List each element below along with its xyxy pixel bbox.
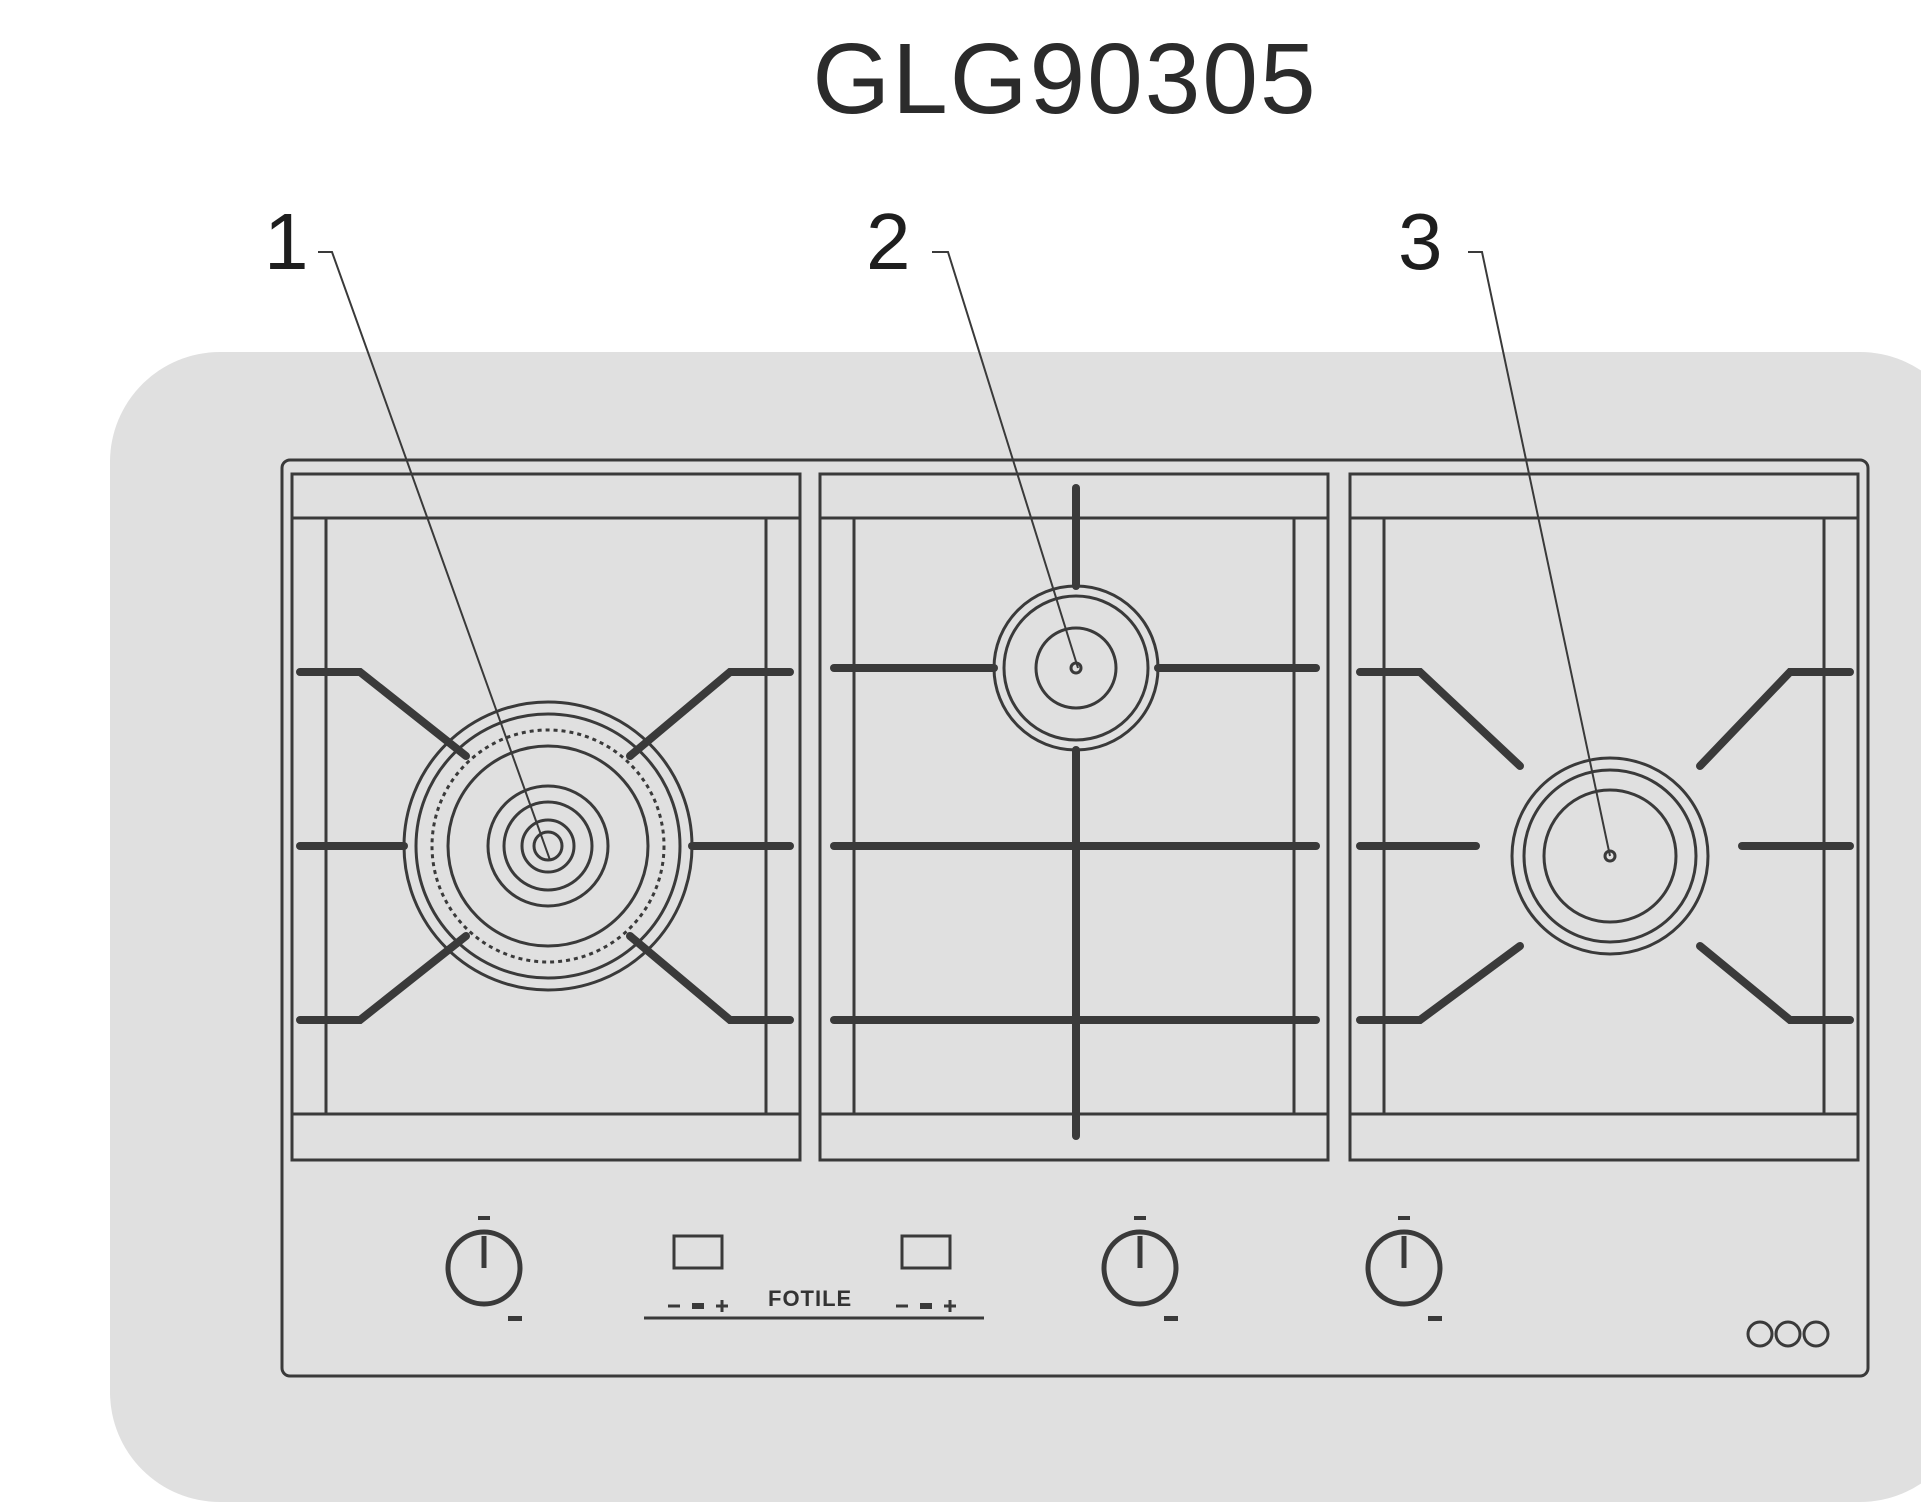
callout-1: 1 [264,197,309,286]
knob-3 [1365,1216,1443,1321]
leader-lines [318,251,1611,861]
wok-burner-1 [296,668,794,1024]
brand-logo: FOTILE [768,1286,853,1311]
certification-marks [1746,1320,1830,1348]
knob-1 [445,1216,523,1321]
model-title: GLG90305 [812,23,1318,135]
timer-controls [644,1234,984,1320]
cooktop-frame [280,458,1870,1378]
knob-2 [1101,1216,1179,1321]
callout-3: 3 [1398,197,1443,286]
burner-2 [830,484,1320,1140]
control-knobs [445,1216,1443,1321]
background-panel [110,352,1921,1502]
cooktop-drawing [280,251,1870,1378]
burner-3 [1356,668,1854,1024]
callout-2: 2 [866,197,911,286]
